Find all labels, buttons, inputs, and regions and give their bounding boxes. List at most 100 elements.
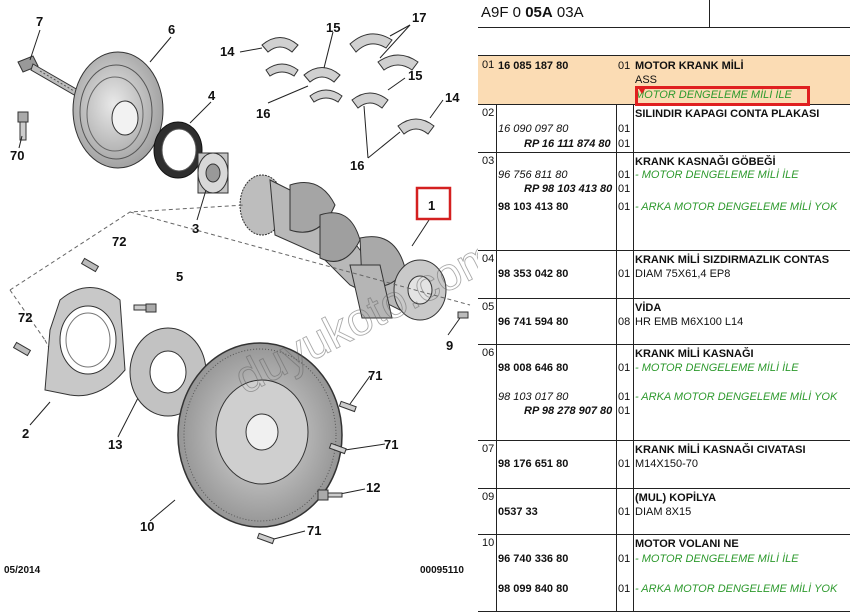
callout-2: 2 [22, 426, 29, 441]
variant-highlight-box [635, 86, 810, 106]
part-number[interactable]: 98 099 840 80 [498, 583, 569, 595]
leader-lines [18, 24, 461, 541]
part-title: KRANK MİLİ SIZDIRMAZLIK CONTAS [635, 254, 830, 266]
hub-3-drawing [197, 152, 229, 194]
row-index: 01 [482, 59, 495, 71]
variant-note: MOTOR DENGELEME MİLİ İLE [635, 89, 792, 101]
callout-16b: 16 [350, 158, 364, 173]
callout-12: 12 [366, 480, 380, 495]
callout-70: 70 [10, 148, 24, 163]
part-title: VİDA [635, 302, 662, 314]
callout-labels: 7 6 4 15 17 14 15 14 16 16 70 3 1 72 5 7… [10, 10, 460, 538]
catalog-code: A9F 0 05A 03A [481, 4, 584, 21]
part-title: MOTOR VOLANI NE [635, 538, 739, 550]
callout-72a: 72 [112, 234, 126, 249]
row-index: 05 [482, 301, 495, 313]
row-index: 10 [482, 537, 495, 549]
variant-note: - ARKA MOTOR DENGELEME MİLİ YOK [635, 201, 838, 213]
row-index: 04 [482, 253, 495, 265]
part-row-10[interactable]: 10 MOTOR VOLANI NE 96 740 336 80 01 - MOTOR … [478, 534, 850, 612]
diagram-date: 05/2014 [4, 565, 41, 576]
part-number[interactable]: 96 756 811 80 [498, 169, 568, 181]
bearing-shells-drawing [261, 33, 435, 135]
row-index: 07 [482, 443, 495, 455]
variant-note: - MOTOR DENGELEME MİLİ İLE [635, 362, 799, 374]
part-spec: ASS [635, 74, 658, 86]
quantity: 01 [618, 391, 631, 403]
part-number[interactable]: 98 103 413 80 [498, 201, 569, 213]
callout-71a: 71 [368, 368, 382, 383]
part-spec: HR EMB M6X100 L14 [635, 316, 744, 328]
bolt-7-drawing [17, 55, 79, 97]
bolts-72-drawing [12, 257, 100, 357]
callout-14b: 14 [445, 90, 460, 105]
part-row-07[interactable]: 07 KRANK MİLİ KASNAĞI CIVATASI 98 176 651 … [478, 440, 850, 489]
quantity: 01 [618, 123, 631, 135]
pulley-6-drawing [72, 51, 164, 169]
callout-13: 13 [108, 437, 122, 452]
quantity: 01 [618, 583, 631, 595]
quantity: 01 [618, 138, 631, 150]
callout-10: 10 [140, 519, 154, 534]
quantity: 01 [618, 268, 631, 280]
flywheel-10-drawing [177, 342, 343, 528]
part-row-03[interactable]: 03 KRANK KASNAĞI GÖBEĞİ 96 756 811 80 01 - M… [478, 152, 850, 251]
quantity: 08 [618, 316, 631, 328]
row-index: 09 [482, 491, 495, 503]
pins-71-drawing [256, 400, 357, 545]
part-spec: DIAM 75X61,4 EP8 [635, 268, 731, 280]
variant-pointer-icon [637, 86, 647, 94]
variant-note: - MOTOR DENGELEME MİLİ İLE [635, 553, 799, 565]
quantity: 01 [618, 60, 631, 72]
variant-note: - MOTOR DENGELEME MİLİ İLE [635, 169, 799, 181]
row-index: 03 [482, 155, 495, 167]
quantity: 01 [618, 405, 631, 417]
part-number[interactable]: 98 103 017 80 [498, 391, 569, 403]
pin-9-drawing [457, 311, 469, 319]
quantity: 01 [618, 201, 631, 213]
callout-71b: 71 [384, 437, 398, 452]
part-number[interactable]: 98 176 651 80 [498, 458, 569, 470]
callout-16a: 16 [256, 106, 270, 121]
part-row-05[interactable]: 05 VİDA 96 741 594 80 08 HR EMB M6X100 L14 [478, 298, 850, 345]
part-number[interactable]: 98 008 646 80 [498, 362, 569, 374]
callout-1: 1 [428, 198, 435, 213]
quantity: 01 [618, 506, 631, 518]
callout-71c: 71 [307, 523, 321, 538]
part-title: (MUL) KOPİLYA [635, 492, 717, 504]
part-row-04[interactable]: 04 KRANK MİLİ SIZDIRMAZLIK CONTAS 98 353 0… [478, 250, 850, 299]
callout-1-highlight [415, 186, 452, 221]
callout-14a: 14 [220, 44, 235, 59]
callout-5: 5 [176, 269, 183, 284]
part-number[interactable]: 96 741 594 80 [498, 316, 569, 328]
quantity: 01 [618, 183, 631, 195]
row-index: 06 [482, 347, 495, 359]
row-index: 02 [482, 107, 495, 119]
part-number[interactable]: RP 98 103 413 80 [524, 183, 613, 195]
part-number[interactable]: RP 98 278 907 80 [524, 405, 613, 417]
part-number[interactable]: 16 085 187 80 [498, 60, 569, 72]
callout-15a: 15 [326, 20, 340, 35]
plate-2-drawing [44, 287, 126, 397]
part-number[interactable]: 98 353 042 80 [498, 268, 569, 280]
catalog-header: A9F 0 05A 03A [478, 0, 850, 28]
quantity: 01 [618, 362, 631, 374]
part-title: KRANK MİLİ KASNAĞI CIVATASI [635, 444, 806, 456]
quantity: 01 [618, 169, 631, 181]
part-number[interactable]: 96 740 336 80 [498, 553, 569, 565]
part-number[interactable]: RP 16 111 874 80 [524, 138, 611, 150]
part-spec: M14X150-70 [635, 458, 698, 470]
part-number[interactable]: 16 090 097 80 [498, 123, 569, 135]
exploded-parts-diagram: 7 6 4 15 17 14 15 14 16 16 70 3 1 72 5 7… [4, 10, 478, 576]
diagram-ref-number: 00095110 [420, 565, 464, 576]
callout-72b: 72 [18, 310, 32, 325]
part-title: KRANK KASNAĞI GÖBEĞİ [635, 156, 776, 168]
variant-note: - ARKA MOTOR DENGELEME MİLİ YOK [635, 583, 838, 595]
screw-5-drawing [133, 303, 157, 313]
part-number[interactable]: 0537 33 [498, 506, 538, 518]
